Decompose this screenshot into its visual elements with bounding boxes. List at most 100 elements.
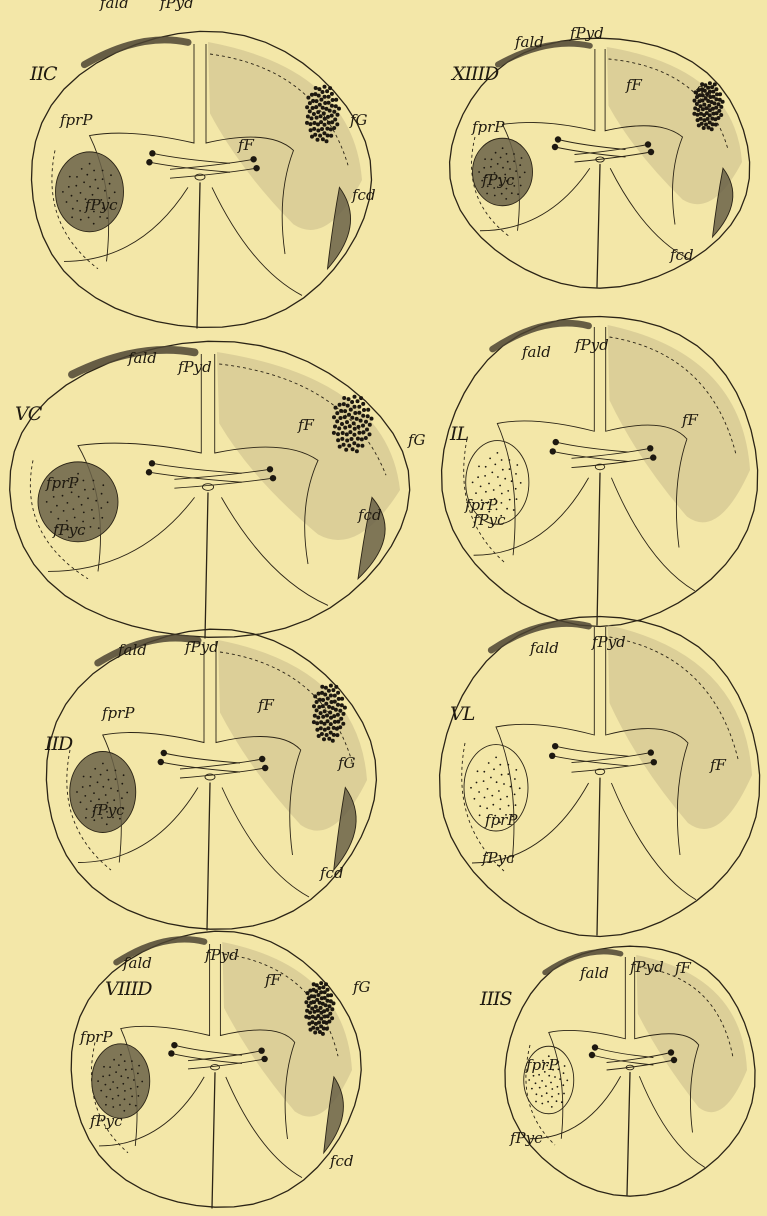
label-fF: fF [681,411,699,429]
neurone-cell-body [647,445,653,451]
label-fG: fG [337,754,356,772]
label-fprP: fprP [59,111,93,129]
neurone-cell-body [258,1047,264,1053]
neurone-cell-body [592,1044,598,1050]
label-fald: fald [117,641,147,659]
section-iid [46,629,376,930]
label-fF: fF [297,416,315,434]
label-fG: fG [352,978,371,996]
label-fPyc: fPyc [52,521,86,539]
label-fPyc: fPyc [481,849,515,867]
label-fprP: fprP [45,474,79,492]
neurone-cell-body [648,149,654,155]
label-fF: fF [257,696,275,714]
neurone-cell-body [555,136,561,142]
neurone-cell-body [552,144,558,150]
nerve-fibre [152,153,230,163]
neurone-cell-body [553,439,559,445]
label-fprP: fprP [79,1028,113,1046]
nerve-fibre [556,442,629,452]
label-fald: fald [521,343,551,361]
neurone-cell-body [149,460,155,466]
label-fPyc: fPyc [509,1129,543,1147]
neurone-cell-body [550,448,556,454]
neurone-cell-body [146,159,152,165]
label-fPyc: fPyc [472,511,506,529]
label-fcd: fcd [319,864,344,882]
neurone-cell-body [261,1056,267,1062]
neurone-cell-body [549,753,555,759]
lateral-white-matter-shading [608,325,750,522]
neurone-cell-body [645,141,651,147]
nerve-fibre [572,458,654,468]
label-fprP: fprP [101,704,135,722]
neurone-cell-body [648,749,654,755]
label-fcd: fcd [357,506,382,524]
section-title: IL [449,423,469,445]
neurone-cell-body [651,759,657,765]
label-fF: fF [237,136,255,154]
neurone-cell-body [650,454,656,460]
anterior-median-fissure [597,473,600,625]
neurone-cell-body [146,469,152,475]
label-fald: fald [127,349,157,367]
label-fPyc: fPyc [89,1112,123,1130]
anterior-median-fissure [627,1073,630,1196]
lateral-white-matter-shading [608,625,752,829]
section-vl [440,617,760,937]
label-fF: fF [709,756,727,774]
nerve-fibre [572,762,654,772]
neurone-cell-body [253,165,259,171]
neurone-cell-body [161,750,167,756]
neurone-cell-body [267,466,273,472]
label-fcd: fcd [329,1152,354,1170]
label-fPyc: fPyc [84,196,118,214]
label-fPyd: fPyd [591,633,626,651]
label-fF: fF [264,971,282,989]
neurone-cell-body [262,765,268,771]
lateral-white-matter-shading [636,955,747,1112]
label-fprP: fprP [471,118,505,136]
section-title: IID [44,733,73,755]
label-fPyc: fPyc [481,171,515,189]
nerve-fibre [164,753,240,763]
label-fPyd: fPyd [574,336,609,354]
label-fPyc: fPyc [91,801,125,819]
label-fald: fald [99,0,129,12]
nerve-fibre [595,1048,653,1058]
section-title: VIIID [105,978,152,1000]
neurone-cell-body [668,1049,674,1055]
neurone-cell-body [168,1050,174,1056]
neurone-cell-body [149,150,155,156]
anterior-column-outline [472,783,696,900]
label-fPyd: fPyd [569,24,604,42]
neurone-cell-body [589,1052,595,1058]
label-fF: fF [674,959,692,977]
label-fprP: fprP [484,811,518,829]
label-fF: fF [625,76,643,94]
section-il [442,317,758,627]
neurone-cell-body [171,1042,177,1048]
label-fG: fG [694,83,713,101]
nerve-fibre [180,768,265,778]
neurone-cell-body [259,756,265,762]
nerve-fibre [170,168,257,178]
label-fPyd: fPyd [629,958,664,976]
label-fcd: fcd [351,186,376,204]
label-fPyd: fPyd [159,0,194,12]
section-title: VC [15,403,43,425]
section-title: VL [450,703,475,725]
anterior-column-outline [474,478,695,591]
section-title: XIIID [450,63,499,85]
label-fald: fald [122,954,152,972]
anterior-median-fissure [597,165,600,288]
neurone-cell-body [250,156,256,162]
label-fald: fald [529,639,559,657]
tract-fPyc [70,752,136,833]
anterior-column-outline [530,1076,705,1167]
label-fprP: fprP [525,1056,559,1074]
anterior-median-fissure [597,778,600,935]
section-iic [32,31,372,328]
anterior-median-fissure [212,1073,215,1208]
label-fcd: fcd [669,246,694,264]
